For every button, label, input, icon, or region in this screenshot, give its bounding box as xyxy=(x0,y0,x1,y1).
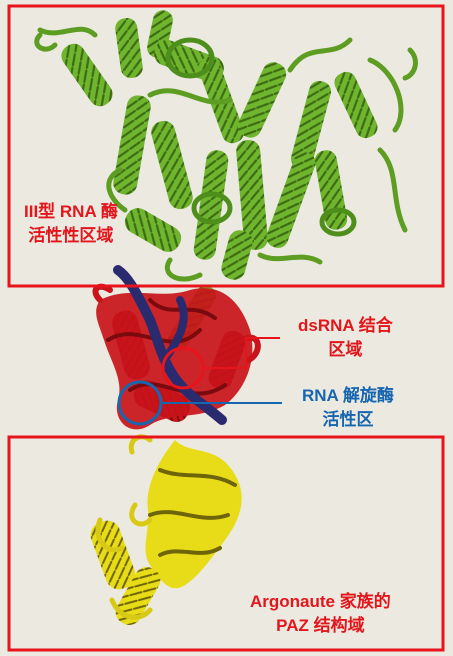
rnase3-domain-label: III型 RNA 酶 活性性区域 xyxy=(24,200,118,248)
navy-strand xyxy=(113,265,227,425)
rnase3-domain-ribbon xyxy=(34,10,418,282)
paz-domain-ribbon xyxy=(90,434,242,625)
rnase3-label-line1: III型 RNA 酶 xyxy=(24,202,118,221)
dsrna-label-line2: 区域 xyxy=(328,340,363,359)
paz-domain-box xyxy=(7,435,445,652)
rnase3-label-line2: 活性性区域 xyxy=(28,226,114,245)
rnase3-domain-box xyxy=(7,4,445,288)
paz-label-line2: PAZ 结构域 xyxy=(276,616,365,635)
paz-domain-label: Argonaute 家族的 PAZ 结构域 xyxy=(250,590,391,638)
helicase-label: RNA 解旋酶 活性区 xyxy=(302,384,394,432)
dsrna-site-circle xyxy=(161,346,205,390)
helicase-label-line1: RNA 解旋酶 xyxy=(302,386,394,405)
dsrna-label-line1: dsRNA 结合 xyxy=(298,316,393,335)
dsrna-leader-line xyxy=(204,337,280,369)
dsrna-binding-label: dsRNA 结合 区域 xyxy=(298,314,393,362)
paz-label-line1: Argonaute 家族的 xyxy=(250,592,391,611)
helicase-label-line2: 活性区 xyxy=(322,410,374,429)
